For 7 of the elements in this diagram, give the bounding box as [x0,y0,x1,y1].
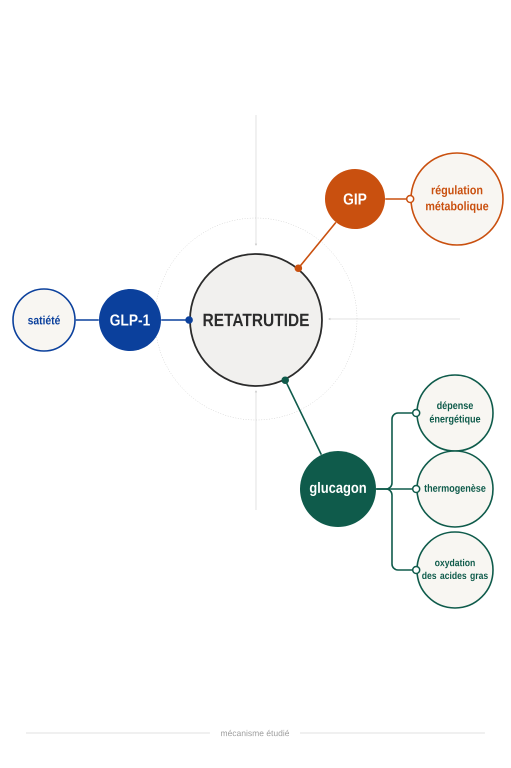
connector [385,194,414,204]
connector [281,376,322,455]
connector [294,222,336,272]
connector [376,488,420,574]
caption-text: mécanisme étudié [221,730,290,736]
connector [76,319,99,321]
connector [161,316,193,324]
